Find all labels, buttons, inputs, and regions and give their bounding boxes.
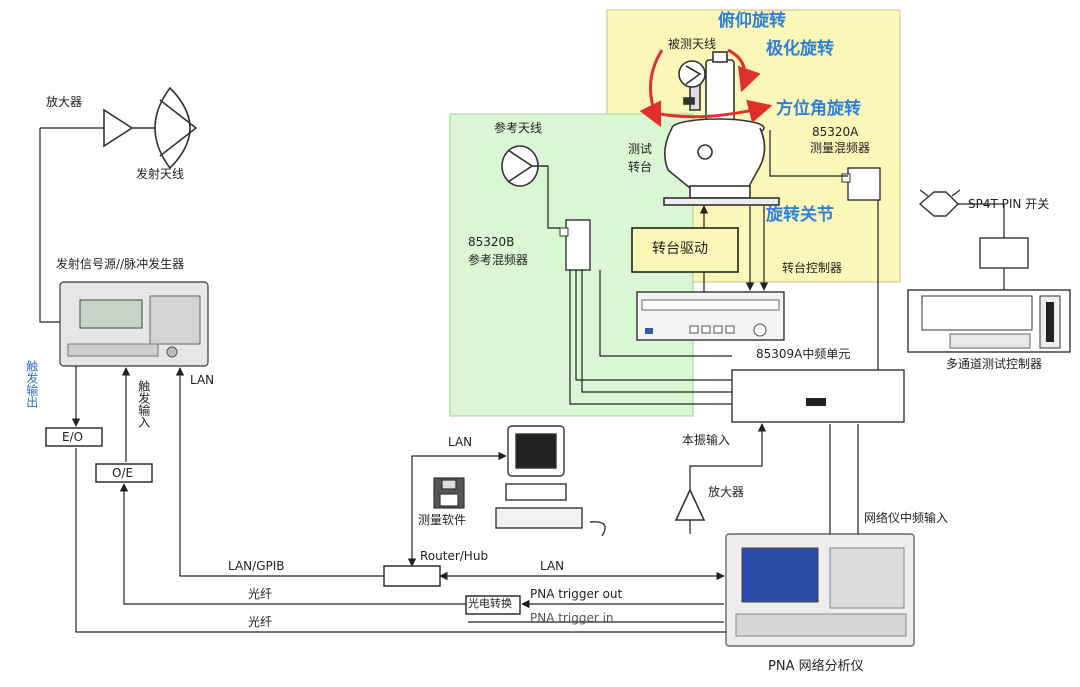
azimuth-arrow (649, 99, 773, 123)
pna-label: PNA 网络分析仪 (768, 659, 864, 674)
software-label: 测量软件 (418, 513, 467, 527)
eo-label: E/O (62, 430, 84, 444)
lo-input-label: 本振输入 (682, 433, 731, 447)
fiber2-label: 光纤 (248, 615, 273, 629)
pna-trigger-out-label: PNA trigger out (530, 587, 623, 601)
mixer-b (565, 219, 591, 271)
fiber1-label: 光纤 (248, 587, 273, 601)
sp4t-label: SP4T PIN 开关 (968, 197, 1050, 211)
lan-pna-label: LAN (540, 559, 565, 573)
rotary-joint-label: 旋转关节 (766, 205, 834, 225)
multi-controller-label: 多通道测试控制器 (946, 357, 1043, 371)
polarization-arrow (727, 48, 761, 93)
turntable-drive-label: 转台驱动 (652, 241, 708, 257)
lan-gpib-label: LAN/GPIB (228, 559, 285, 573)
mixer-a-name-label: 测量混频器 (810, 141, 871, 155)
lo-amplifier-label: 放大器 (708, 485, 745, 499)
eo-box (45, 427, 103, 447)
azimuth-rotation-label: 方位角旋转 (776, 99, 861, 119)
oe-convert-label: 光电转换 (468, 597, 512, 610)
ref-antenna-label: 参考天线 (494, 121, 543, 135)
tx-antenna (132, 86, 198, 170)
trigger-in-label: 触发输入 (136, 380, 151, 428)
lan-source-label: LAN (190, 373, 215, 387)
tx-antenna-label: 发射天线 (136, 167, 185, 181)
mixer-a-model-label: 85320A (812, 125, 859, 139)
oe-converter-box (465, 595, 521, 615)
lan-pc-label: LAN (448, 435, 473, 449)
oe-box (95, 463, 153, 483)
turntable-drive-box (631, 227, 739, 273)
signal-source-device (59, 281, 209, 367)
signal-source-label: 发射信号源//脉冲发生器 (56, 257, 185, 271)
pna-device (725, 533, 915, 647)
pitch-arrow (639, 49, 664, 128)
reference-antenna (501, 145, 548, 187)
turntable-label: 测试 转台 (628, 142, 653, 174)
if-unit-device (731, 369, 905, 423)
pna-trigger-in-label: PNA trigger in (530, 611, 614, 625)
mixer-b-model-label: 85320B (468, 235, 515, 249)
mixer-b-name-label: 参考混频器 (468, 253, 529, 267)
pna-if-input-label: 网络仪中频输入 (864, 511, 949, 525)
multi-channel-controller-device (907, 289, 1071, 353)
polarization-rotation-label: 极化旋转 (766, 39, 834, 59)
tx-amplifier-label: 放大器 (46, 95, 83, 109)
turntable (663, 51, 780, 206)
mixer-a (847, 167, 881, 201)
turntable-controller-device (636, 291, 785, 341)
oe-label: O/E (112, 466, 134, 480)
trigger-out-label: 触发输出 (24, 360, 39, 408)
turntable-controller-label: 转台控制器 (782, 261, 843, 275)
sp4t-switch (918, 189, 1029, 269)
pitch-rotation-label: 俯仰旋转 (718, 11, 786, 31)
if-unit-label: 85309A中频单元 (756, 347, 851, 361)
router-label: Router/Hub (420, 549, 489, 563)
aut-label: 被测天线 (668, 37, 717, 51)
